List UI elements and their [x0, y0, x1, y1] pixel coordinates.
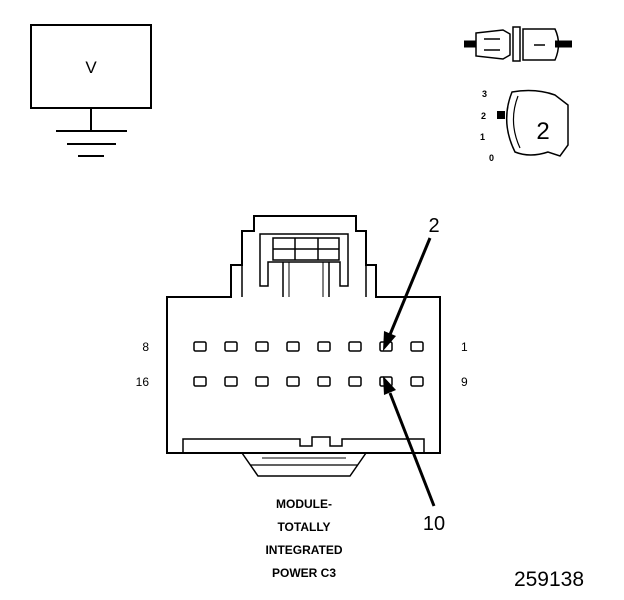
connector-name: MODULE- TOTALLY INTEGRATED POWER C3 — [265, 497, 342, 580]
voltmeter-symbol: V — [30, 24, 152, 157]
ignition-switch-icon: 3 2 1 0 2 — [480, 89, 569, 163]
pin-cavity-4 — [317, 341, 331, 352]
ignition-position-2: 2 — [481, 111, 486, 121]
pin-cavity-12 — [317, 376, 331, 387]
callout-label-10: 10 — [423, 513, 445, 535]
pin-cavity-1 — [410, 341, 424, 352]
pin-row-bottom — [193, 376, 424, 387]
connector-latch — [259, 233, 349, 297]
pin-cavity-11 — [348, 376, 362, 387]
pin-label-8: 8 — [142, 340, 149, 354]
callout-arrow-pin-10 — [383, 376, 436, 507]
pin-label-1: 1 — [461, 340, 468, 354]
pin-cavity-14 — [255, 376, 269, 387]
ignition-position-3: 3 — [482, 89, 487, 99]
connector-name-line-1: MODULE- — [276, 497, 332, 511]
pin-cavity-15 — [224, 376, 238, 387]
pin-cavity-7 — [224, 341, 238, 352]
pin-cavity-16 — [193, 376, 207, 387]
figure-id: 259138 — [514, 568, 584, 591]
ignition-position-0: 0 — [489, 153, 494, 163]
ignition-selected-position: 2 — [536, 118, 549, 145]
connector-name-line-3: INTEGRATED — [265, 543, 342, 557]
meter-symbol: V — [85, 58, 97, 77]
pin-cavity-3 — [348, 341, 362, 352]
pin-cavity-8 — [193, 341, 207, 352]
callout-label-2: 2 — [428, 215, 439, 237]
ignition-position-1: 1 — [480, 132, 485, 142]
connector-name-line-4: POWER C3 — [272, 566, 336, 580]
connector-body — [166, 215, 441, 477]
connector-name-line-2: TOTALLY — [277, 520, 330, 534]
ignition-key-icon — [464, 26, 572, 62]
pin-label-16: 16 — [136, 375, 150, 389]
pin-label-9: 9 — [461, 375, 468, 389]
pin-cavity-9 — [410, 376, 424, 387]
pin-cavity-13 — [286, 376, 300, 387]
pin-cavity-6 — [255, 341, 269, 352]
callout-arrow-pin-2 — [383, 237, 432, 351]
pin-cavity-5 — [286, 341, 300, 352]
ground-icon — [56, 130, 127, 157]
